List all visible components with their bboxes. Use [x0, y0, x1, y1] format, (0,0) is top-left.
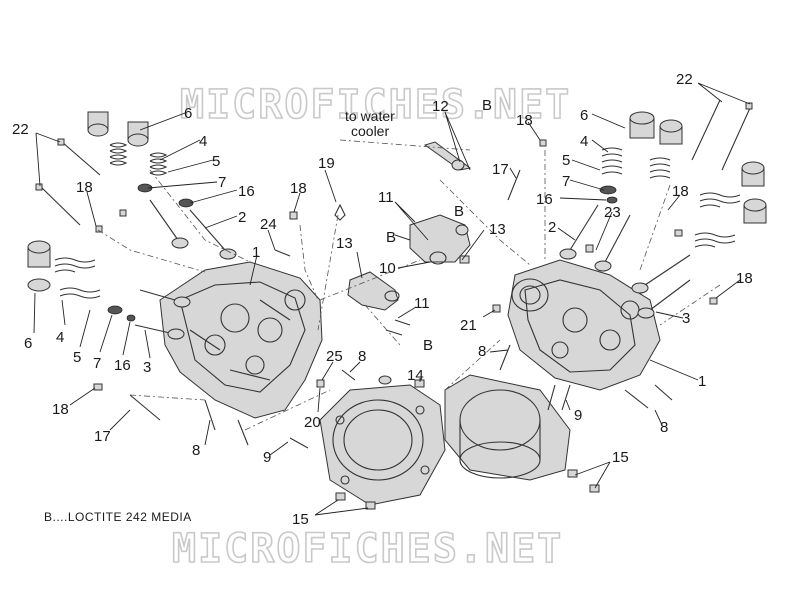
callout-24: 24 — [260, 216, 277, 233]
callout-16: 16 — [536, 191, 553, 208]
callout-18: 18 — [290, 180, 307, 197]
callout-12: 12 — [432, 98, 449, 115]
callout-7: 7 — [562, 173, 570, 190]
callout-B: B — [386, 229, 396, 246]
left-lower-valve-stack — [27, 240, 191, 340]
callout-1: 1 — [252, 244, 260, 261]
callout-4: 4 — [580, 133, 588, 150]
callout-9: 9 — [574, 407, 582, 424]
callout-labels: 22 18 6 4 5 7 16 2 19 18 24 1 6 4 5 7 16… — [12, 71, 753, 528]
callout-B: B — [482, 97, 492, 114]
water-connection — [334, 141, 472, 336]
legend-loctite: B....LOCTITE 242 MEDIA — [44, 510, 192, 524]
callout-8: 8 — [358, 348, 366, 365]
callout-15: 15 — [292, 511, 309, 528]
callout-18: 18 — [736, 270, 753, 287]
callout-7: 7 — [93, 355, 101, 372]
callout-20: 20 — [304, 414, 321, 431]
callout-18: 18 — [516, 112, 533, 129]
right-cylinder-head — [507, 259, 661, 391]
leader-lines — [33, 82, 751, 516]
left-upper-valve-stack — [87, 111, 237, 260]
left-cylinder — [319, 375, 446, 510]
callout-4: 4 — [56, 329, 64, 346]
callout-3: 3 — [143, 359, 151, 376]
callout-3: 3 — [682, 310, 690, 327]
callout-6: 6 — [24, 335, 32, 352]
callout-18: 18 — [76, 179, 93, 196]
note-water-line-2: cooler — [351, 123, 389, 139]
callout-25: 25 — [326, 348, 343, 365]
callout-18: 18 — [672, 183, 689, 200]
callout-14: 14 — [407, 367, 424, 384]
callout-23: 23 — [604, 204, 621, 221]
left-studs — [35, 138, 356, 449]
callout-22: 22 — [676, 71, 693, 88]
callout-17: 17 — [492, 161, 509, 178]
callout-9: 9 — [263, 449, 271, 466]
callout-15: 15 — [612, 449, 629, 466]
right-studs — [492, 99, 753, 411]
callout-6: 6 — [184, 105, 192, 122]
callout-7: 7 — [218, 174, 226, 191]
callout-5: 5 — [562, 152, 570, 169]
callout-11: 11 — [414, 295, 430, 312]
callout-8: 8 — [660, 419, 668, 436]
callout-1: 1 — [698, 373, 706, 390]
callout-5: 5 — [212, 153, 220, 170]
callout-17: 17 — [94, 428, 111, 445]
callout-8: 8 — [478, 343, 486, 360]
callout-5: 5 — [73, 349, 81, 366]
note-water-line-1: to water — [345, 108, 395, 124]
watermark-bottom: MICROFICHES.NET — [172, 526, 563, 572]
left-cylinder-head — [159, 261, 323, 419]
callout-4: 4 — [199, 133, 207, 150]
callout-19: 19 — [318, 155, 335, 172]
callout-B: B — [454, 203, 464, 220]
callout-10: 10 — [379, 260, 396, 277]
callout-22: 22 — [12, 121, 29, 138]
callout-8: 8 — [192, 442, 200, 459]
watermark-top: MICROFICHES.NET — [180, 82, 571, 128]
right-cylinder — [414, 374, 600, 493]
right-valve-stacks — [559, 111, 767, 319]
callout-6: 6 — [580, 107, 588, 124]
callout-21: 21 — [460, 317, 477, 334]
callout-13: 13 — [489, 221, 506, 238]
callout-B: B — [423, 337, 433, 354]
callout-2: 2 — [238, 209, 246, 226]
callout-16: 16 — [238, 183, 255, 200]
callout-18: 18 — [52, 401, 69, 418]
callout-2: 2 — [548, 219, 556, 236]
callout-16: 16 — [114, 357, 131, 374]
callout-11: 11 — [378, 189, 394, 206]
callout-13: 13 — [336, 235, 353, 252]
